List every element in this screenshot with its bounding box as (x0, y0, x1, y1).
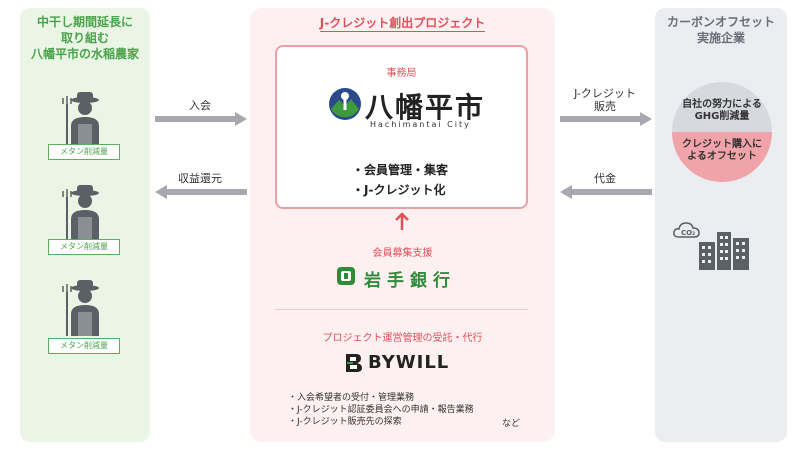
city-emblem-logo (329, 88, 361, 120)
bywill-logo-icon (346, 354, 362, 372)
bywill-name: BYWILL (368, 352, 450, 373)
ghg-reduction-line-2: GHG削減量 (694, 111, 750, 122)
ghg-reduction-half (672, 82, 772, 132)
farmers-title: 中干し期間延長に 取り組む 八幡平市の水稲農家 (20, 14, 150, 62)
ghg-reduction-line-1: 自社の努力による (682, 99, 762, 110)
project-management-label: プロジェクト運営管理の受託・代行 (322, 333, 483, 344)
arrow-left-icon (560, 185, 652, 199)
offset-title-line-2: 実施企業 (696, 31, 745, 45)
office-buildings-icon (699, 232, 749, 270)
arrow-right-icon (560, 112, 652, 126)
methane-reduction-badge: メタン削減量 (48, 239, 120, 255)
city-roman-name: Hachimantai City (370, 120, 471, 129)
farmer-icon (62, 92, 99, 148)
project-title-text: J-クレジット創出プロジェクト (319, 16, 486, 32)
arrow-right-icon (155, 112, 247, 126)
jcredit-sale-line-1: J-クレジット (574, 87, 636, 100)
ghg-reduction-text: 自社の努力による GHG削減量 (672, 99, 772, 123)
credit-offset-line-2: よるオフセット (687, 151, 757, 162)
co2-cloud-icon: CO₂ (673, 222, 700, 238)
arrow-up-icon (395, 212, 409, 230)
co2-label: CO₂ (681, 229, 695, 237)
bywill-task-item: ・入会希望者の受付・管理業務 (288, 393, 415, 403)
project-title: J-クレジット創出プロジェクト (250, 14, 555, 32)
farmers-title-line-1: 中干し期間延長に (36, 15, 133, 29)
credit-offset-text: クレジット購入に よるオフセット (672, 139, 772, 163)
profit-return-label: 収益還元 (178, 172, 222, 185)
member-recruit-support-label: 会員募集支援 (372, 248, 433, 259)
offset-companies-panel (655, 8, 787, 442)
credit-offset-line-1: クレジット購入に (682, 139, 762, 150)
bywill-task-list: ・入会希望者の受付・管理業務 ・J-クレジット認証委員会への申請・報告業務 ・J… (288, 392, 474, 428)
arrow-left-icon (155, 185, 247, 199)
methane-reduction-badge: メタン削減量 (48, 338, 120, 354)
join-label: 入会 (189, 99, 211, 112)
bywill-task-item: ・J-クレジット認証委員会への申請・報告業務 (288, 405, 474, 415)
bank-logo-icon (337, 267, 355, 285)
farmer-icon (62, 185, 99, 241)
office-task-list: ・会員管理・集客 ・J-クレジット化 (352, 160, 448, 200)
office-task-item: ・J-クレジット化 (352, 183, 446, 197)
farmers-title-line-2: 取り組む (60, 31, 109, 45)
offset-circle (672, 82, 772, 182)
credit-offset-half (672, 132, 772, 182)
farmers-title-line-3: 八幡平市の水稲農家 (30, 47, 139, 61)
farmer-icon (62, 280, 99, 336)
etc-label: など (502, 419, 521, 429)
city-name: 八幡平市 (365, 91, 486, 124)
jcredit-sale-label: J-クレジット 販売 (565, 87, 645, 113)
methane-reduction-badge: メタン削減量 (48, 144, 120, 160)
jcredit-sale-line-2: 販売 (594, 100, 616, 113)
bywill-task-item: ・J-クレジット販売先の探索 (288, 417, 402, 427)
office-box (275, 45, 528, 209)
offset-title-line-1: カーボンオフセット (666, 15, 775, 29)
section-divider (275, 309, 528, 310)
office-task-item: ・会員管理・集客 (352, 163, 449, 177)
office-label: 事務局 (386, 68, 417, 79)
offset-companies-title: カーボンオフセット 実施企業 (655, 14, 787, 46)
payment-label: 代金 (594, 172, 616, 185)
bank-name: 岩手銀行 (364, 271, 456, 291)
